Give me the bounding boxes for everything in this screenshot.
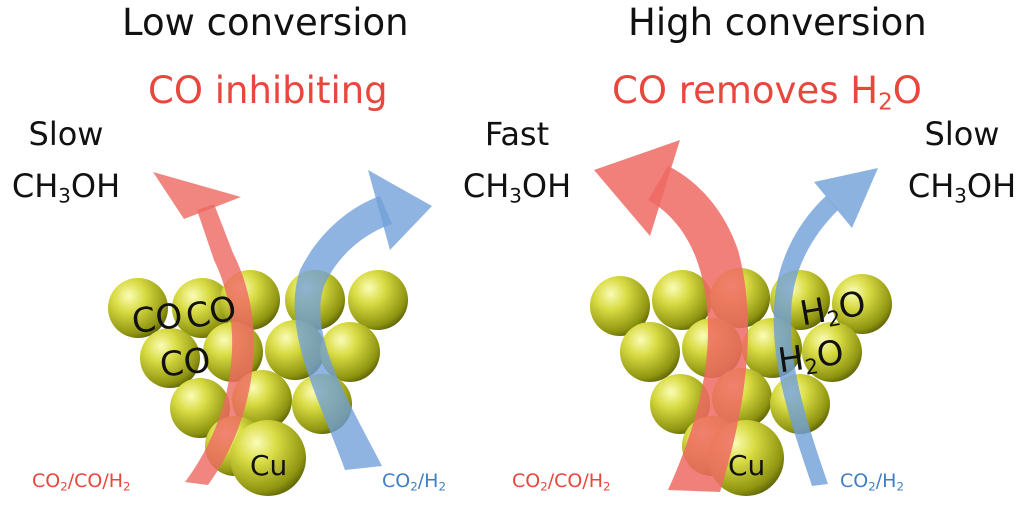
sphere <box>620 322 680 382</box>
sphere <box>802 322 862 382</box>
sphere <box>590 276 650 336</box>
sphere <box>170 378 230 438</box>
sphere <box>320 322 380 382</box>
right-slow-label: Slow CH3OH <box>900 115 1024 208</box>
left-feed-blue: CO2/H2 <box>382 470 446 494</box>
left-red-arrow-head <box>153 172 241 219</box>
right-red-arrow-body <box>648 166 749 492</box>
left-title: Low conversion <box>122 1 409 44</box>
sphere <box>348 270 408 330</box>
left-slow-label: Slow CH3OH <box>6 115 126 208</box>
sphere <box>832 274 892 334</box>
right-slow-line1: Slow <box>924 115 1000 153</box>
sphere <box>172 278 232 338</box>
adsorbate-co: CO <box>158 340 213 386</box>
right-slow-line2: CH3OH <box>907 167 1017 208</box>
sphere <box>230 420 306 496</box>
adsorbate-co: CO <box>129 295 186 343</box>
left-cu-label: Cu <box>250 449 288 482</box>
right-feed-blue: CO2/H2 <box>840 470 904 494</box>
right-blue-arrow-head <box>814 168 878 228</box>
adsorbate-h2o: H2O <box>797 283 869 335</box>
sphere <box>108 278 168 338</box>
left-slow-line2: CH3OH <box>11 167 121 208</box>
left-red-arrow-body <box>185 204 254 485</box>
left-fast-label: Fast CH3OH <box>452 115 582 208</box>
right-red-arrow-head <box>594 140 680 236</box>
left-fast-line1: Fast <box>484 115 550 153</box>
right-blue-arrow-body <box>773 196 838 486</box>
left-subtitle: CO inhibiting <box>148 69 388 112</box>
left-fast-line2: CH3OH <box>462 167 572 208</box>
right-title: High conversion <box>628 1 927 44</box>
sphere <box>652 270 712 330</box>
left-blue-arrow-head <box>368 170 432 250</box>
left-blue-arrow-body <box>294 196 392 470</box>
adsorbate-co: CO <box>182 288 241 338</box>
right-cu-label: Cu <box>728 449 766 482</box>
right-feed-red: CO2/CO/H2 <box>512 470 611 494</box>
adsorbate-h2o: H2O <box>775 332 847 382</box>
left-feed-red: CO2/CO/H2 <box>32 470 131 494</box>
right-subtitle: CO removes H2O <box>612 69 922 116</box>
sphere <box>140 328 200 388</box>
left-slow-line1: Slow <box>28 115 104 153</box>
